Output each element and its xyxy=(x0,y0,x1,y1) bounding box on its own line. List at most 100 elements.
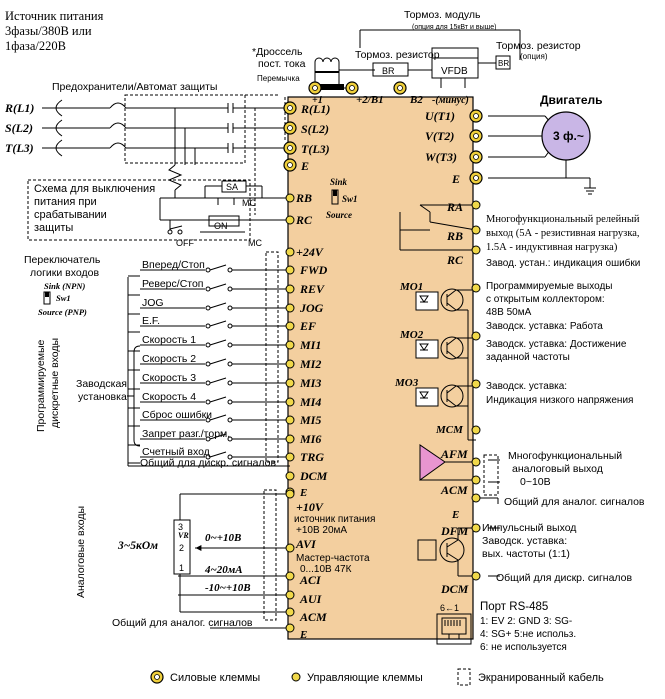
legend-control-symbol xyxy=(291,672,301,682)
digital-input-terminal: MI4 xyxy=(299,395,321,409)
switch-contact xyxy=(227,361,233,367)
control-terminal xyxy=(285,359,295,369)
digital-input-label: Скорость 3 xyxy=(142,372,196,384)
brake-module-box: VFDB xyxy=(441,66,468,77)
digital-input-terminal: MI3 xyxy=(299,376,321,390)
control-terminal xyxy=(471,331,481,341)
term-rc: RC xyxy=(295,213,313,227)
trip-circuit xyxy=(27,164,290,241)
legend-power-symbol-hole xyxy=(154,674,160,680)
sink-switch-sw: Sw1 xyxy=(342,194,358,204)
term-aci: ACI xyxy=(299,573,322,587)
input-switch-line2: логики входов xyxy=(30,267,99,279)
choke-jumper: Перемычка xyxy=(257,74,300,83)
trip-circuit-line4: защиты xyxy=(34,222,73,234)
rs485-title: Порт RS-485 xyxy=(480,601,548,613)
factory-setting-line1: Заводская xyxy=(76,378,127,390)
legend-control-label: Управляющие клеммы xyxy=(307,672,423,684)
legend-shielded-symbol xyxy=(457,668,471,686)
term-dcm: DCM xyxy=(299,469,328,483)
digital-input-label: Счетный вход xyxy=(142,446,210,458)
terminal-b2: B2 xyxy=(409,94,423,106)
pulse-desc1: Импульсный выход xyxy=(482,522,576,534)
line-label-l2: S(L2) xyxy=(5,121,33,135)
opto-transistor xyxy=(440,384,464,408)
power-source-title: Источник питания xyxy=(5,9,104,23)
term-mo1: MO1 xyxy=(399,281,423,293)
brake-resistor-right-box: BR xyxy=(498,59,509,68)
input-switch-sw: Sw1 xyxy=(56,293,71,303)
switch-contact xyxy=(227,399,233,405)
opto-diode xyxy=(419,343,429,351)
pot-pin1: 1 xyxy=(179,563,184,573)
digital-input-row: E.F.EF xyxy=(128,315,316,333)
sink-switch-knob xyxy=(333,190,337,196)
switch-blade xyxy=(209,396,227,403)
digital-input-label: JOG xyxy=(142,297,164,309)
switch-contact xyxy=(205,323,211,329)
power-source-line1: 3фазы/380В или xyxy=(5,24,92,38)
switch-blade xyxy=(209,302,227,309)
control-terminal xyxy=(285,590,295,600)
control-terminal xyxy=(471,245,481,255)
pot-pin3: 3 xyxy=(178,522,183,532)
term-dcm-out: DCM xyxy=(440,582,469,596)
digital-input-terminal: REV xyxy=(299,282,325,296)
term-w: W(T3) xyxy=(425,150,457,164)
plus10-desc2: +10В 20мА xyxy=(296,525,347,536)
term-v: V(T2) xyxy=(425,129,454,143)
switch-contact xyxy=(227,380,233,386)
control-terminal xyxy=(285,397,295,407)
trip-on-label: ON xyxy=(214,221,228,231)
term-u: U(T1) xyxy=(425,109,455,123)
power-terminal-hole xyxy=(473,133,479,139)
transistor-leads xyxy=(446,289,457,311)
switch-blade xyxy=(209,414,227,421)
digital-input-label: Скорость 4 xyxy=(142,391,196,403)
oc-desc7: Заводск. уставка: xyxy=(486,381,567,392)
switch-contact xyxy=(227,417,233,423)
switch-contact xyxy=(227,342,233,348)
control-terminal xyxy=(471,457,481,467)
drive-body xyxy=(287,96,474,640)
trip-circuit-line3: срабатывании xyxy=(34,209,107,221)
analog-inputs-title: Аналоговые входы xyxy=(75,506,87,598)
term-r: R(L1) xyxy=(300,102,330,116)
jumper-bar xyxy=(310,84,344,90)
switch-contact xyxy=(205,305,211,311)
term-aui: AUI xyxy=(299,592,323,606)
opto-diode xyxy=(419,391,429,399)
motor-wiring xyxy=(488,115,596,195)
digital-input-label: Запрет разг./торм. xyxy=(142,428,230,440)
term-acm-out: ACM xyxy=(440,483,468,497)
switch-blade xyxy=(209,358,227,365)
digital-input-label: Вперед/Стоп xyxy=(142,259,205,271)
choke-coil xyxy=(314,29,521,89)
pulse-desc2: Заводск. уставка: xyxy=(482,535,567,547)
term-dfm: DFM xyxy=(440,524,469,538)
opto-transistor xyxy=(440,336,464,360)
switch-contact xyxy=(227,286,233,292)
switch-blade xyxy=(209,433,227,440)
switch-contact xyxy=(205,342,211,348)
legend: Силовые клеммы Управляющие клеммы Экрани… xyxy=(150,668,604,686)
pot-pin2: 2 xyxy=(179,543,184,553)
motor-label: 3 ф.~ xyxy=(553,129,584,143)
programmable-inputs-line1: Программируемые xyxy=(35,340,47,432)
power-terminal-hole xyxy=(473,154,479,160)
control-terminal xyxy=(285,321,295,331)
digital-input-label: Скорость 2 xyxy=(142,353,196,365)
control-terminal xyxy=(285,215,295,225)
term-mo2: MO2 xyxy=(399,329,424,341)
rs485-line1: 1: EV 2: GND 3: SG- xyxy=(480,616,572,627)
opto-transistor xyxy=(440,288,464,312)
digital-input-label: Реверс/Стоп xyxy=(142,278,204,290)
oc-desc8: Индикация низкого напряжения xyxy=(486,395,633,406)
term-rc2: RC xyxy=(446,253,464,267)
analog-in-common: Общий для аналог. сигналов xyxy=(112,617,253,629)
term-e-in: E xyxy=(300,159,309,173)
rs485-pin: 6←1 xyxy=(440,603,459,613)
